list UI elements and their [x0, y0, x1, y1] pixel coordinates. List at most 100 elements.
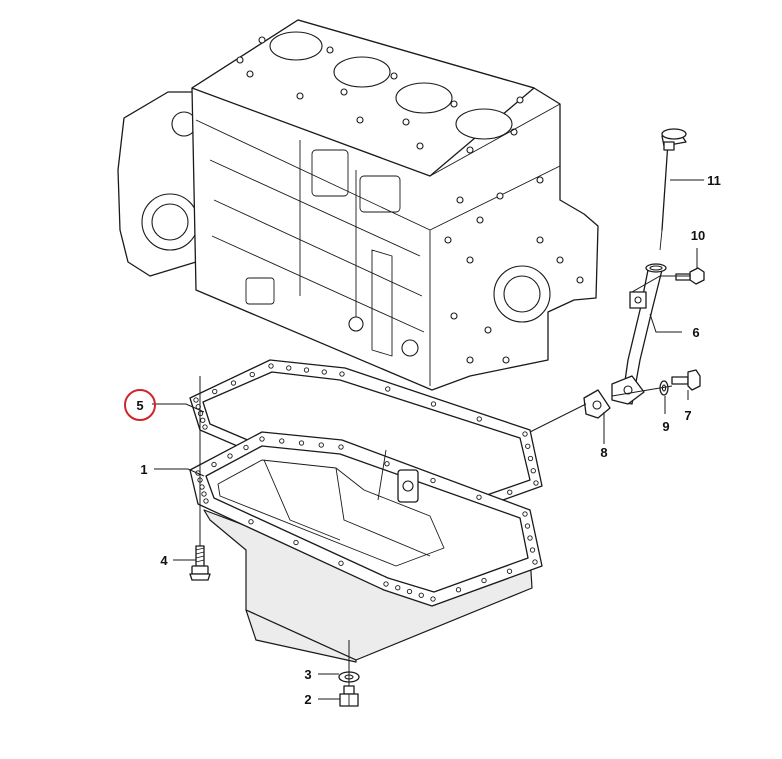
bolt-hole: [576, 276, 584, 284]
bolt-hole: [259, 436, 265, 442]
callout-labels: 5 1 4 3 2 11 10 6 7 9 8: [124, 173, 721, 707]
bolt-hole: [296, 92, 304, 100]
bolt-hole: [430, 401, 437, 407]
bolt-hole: [476, 416, 482, 422]
bolt-hole: [506, 568, 513, 574]
highlight-circle: [124, 389, 156, 421]
bolt-hole: [212, 388, 218, 395]
bolt-hole: [418, 592, 424, 598]
bolt-hole: [243, 444, 249, 451]
bolt-hole: [516, 96, 524, 104]
leader-1: [154, 468, 205, 477]
bolt-hole: [466, 146, 474, 154]
bolt-hole: [522, 511, 528, 517]
callout-7[interactable]: 7: [684, 408, 691, 423]
cylinder-bore-4: [455, 108, 513, 140]
callout-8[interactable]: 8: [600, 445, 607, 460]
bolt-hole: [496, 192, 504, 200]
callout-1[interactable]: 1: [140, 462, 147, 477]
tube-bolt: [671, 369, 701, 391]
callout-4[interactable]: 4: [160, 553, 168, 568]
callout-10[interactable]: 10: [691, 228, 705, 243]
bolt-hole: [481, 577, 487, 584]
bolt-hole: [249, 371, 255, 378]
bracket-axis: [631, 275, 690, 293]
bolt-hole: [356, 116, 364, 124]
cylinder-bore-1: [269, 31, 323, 61]
bolt-hole: [536, 176, 544, 184]
bolt-hole: [326, 46, 334, 54]
leader-lines: [152, 179, 704, 700]
bolt-hole: [230, 380, 237, 386]
bolt-hole: [200, 417, 206, 423]
bolt-hole: [236, 56, 244, 64]
bolt-hole: [450, 100, 458, 108]
bolt-hole: [385, 386, 391, 392]
bolt-hole: [502, 356, 510, 364]
bolt-hole: [227, 453, 233, 459]
bolt-hole: [268, 363, 274, 369]
bolt-hole: [455, 587, 462, 593]
bolt-hole: [530, 468, 536, 474]
bolt-hole: [248, 519, 254, 525]
bolt-hole: [524, 523, 531, 529]
dipstick: [659, 128, 687, 251]
bolt-hole: [476, 216, 484, 224]
drain-plug: [339, 685, 359, 707]
bolt-hole: [430, 596, 436, 602]
callout-6[interactable]: 6: [692, 325, 699, 340]
bolt-hole: [339, 371, 345, 377]
bolt-hole: [507, 489, 513, 495]
bolt-hole: [203, 498, 209, 504]
callout-5[interactable]: 5: [136, 398, 143, 413]
bolt-hole: [193, 397, 199, 403]
oil-pan-flange: [189, 431, 543, 607]
bolt-hole: [406, 588, 413, 595]
dipstick-tube: [611, 263, 667, 405]
cylinder-bore-3: [395, 82, 453, 114]
flange-axis: [529, 403, 587, 433]
bracket-bolt: [675, 267, 705, 285]
bolt-hole: [430, 477, 436, 484]
callout-11[interactable]: 11: [707, 173, 721, 188]
bolt-hole: [211, 461, 217, 468]
bolt-hole: [532, 559, 538, 565]
bolt-hole: [293, 539, 299, 546]
bolt-hole: [258, 36, 266, 44]
pan-bolt: [189, 545, 211, 581]
bolt-hole: [286, 365, 292, 371]
bolt-hole: [384, 461, 390, 467]
bolt-hole: [529, 547, 536, 553]
bolt-hole: [527, 455, 534, 462]
cylinder-bore-2: [333, 56, 391, 88]
bolt-hole: [318, 442, 324, 448]
bolt-hole: [340, 88, 348, 96]
bolt-hole: [383, 581, 389, 587]
tube-flange-gasket: [583, 389, 611, 419]
callout-3[interactable]: 3: [304, 667, 311, 682]
oil-pan: [189, 431, 543, 663]
bolt-hole: [527, 535, 533, 541]
engine-block: [117, 19, 599, 391]
bolt-hole: [476, 494, 482, 500]
bolt-hole: [395, 585, 401, 591]
bolt-hole: [466, 356, 474, 364]
callout-9[interactable]: 9: [662, 419, 669, 434]
bolt-hole: [279, 438, 285, 444]
bolt-hole: [444, 236, 452, 244]
callout-2[interactable]: 2: [304, 692, 311, 707]
leader-6: [649, 313, 682, 333]
bolt-hole: [246, 70, 254, 78]
bolt-hole: [201, 491, 207, 497]
bolt-hole: [536, 236, 544, 244]
bolt-hole: [390, 72, 398, 80]
bolt-hole: [298, 440, 305, 446]
bolt-hole: [338, 444, 344, 450]
bolt-hole: [484, 326, 492, 334]
tube-bolt-axis: [611, 385, 673, 397]
bolt-hole: [466, 256, 474, 264]
bolt-hole: [456, 196, 464, 204]
bolt-hole: [450, 312, 458, 320]
